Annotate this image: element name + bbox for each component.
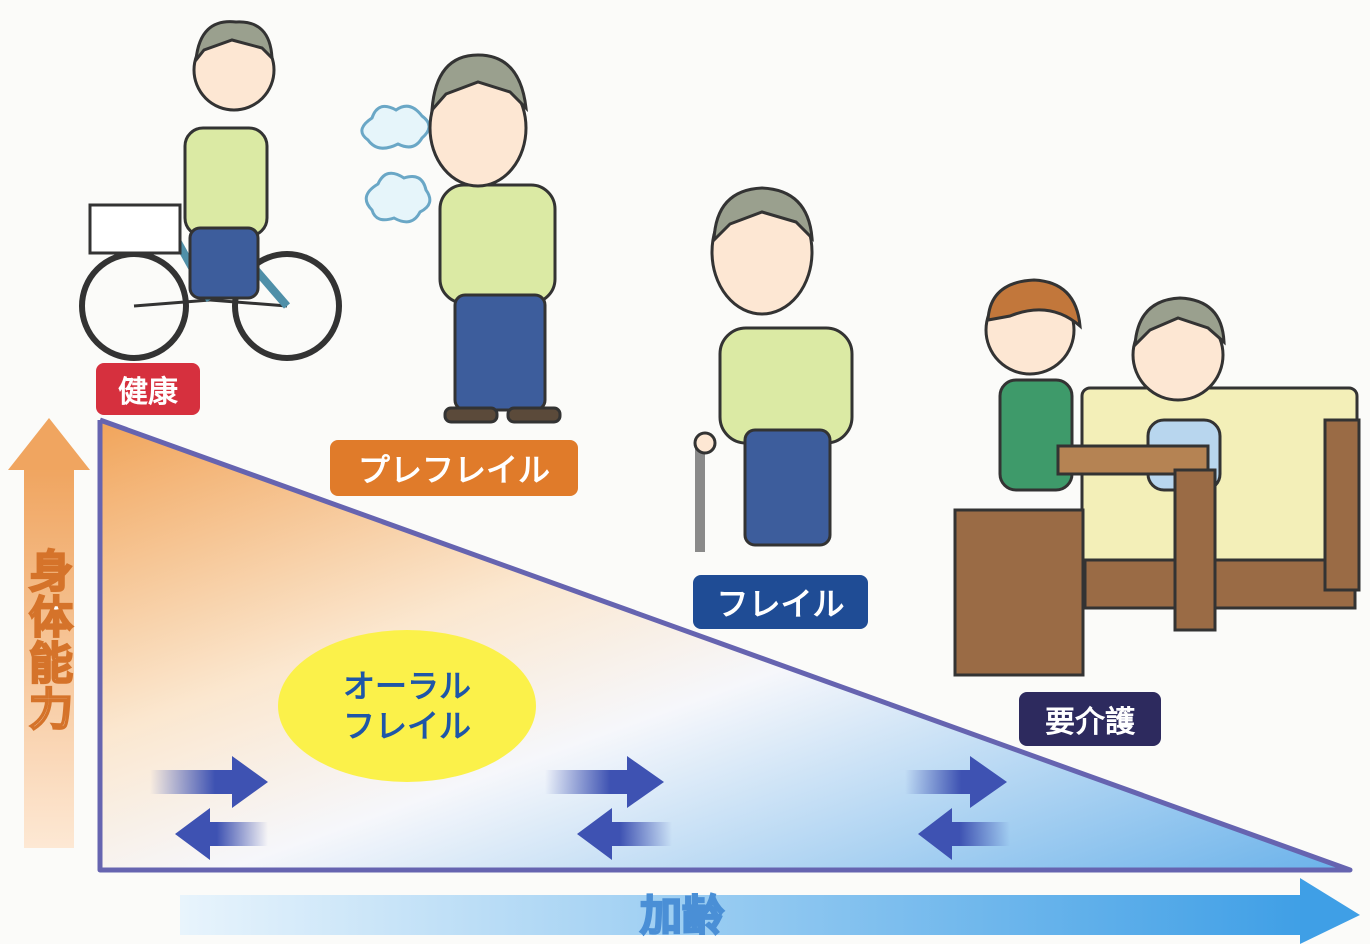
reversible-arrows-1 [150,756,268,860]
oral-frailty-bubble: オーラル フレイル [278,630,536,782]
reversible-arrows-2 [545,756,672,860]
pre-frailty-label: プレフレイル [330,440,578,496]
x-axis-arrow [180,878,1360,944]
man-out-of-breath-illustration [360,53,562,424]
reversible-arrows-3 [905,756,1010,860]
man-riding-bicycle-illustration [79,20,342,361]
oral-frailty-line2: フレイル [342,707,471,745]
y-axis-arrow [8,418,90,848]
y-axis-label: 身体能力 [20,547,73,733]
triangle-edge [97,417,1353,873]
frailty-label: フレイル [693,575,868,629]
x-axis-label: 加齢 [639,890,725,941]
healthy-label: 健康 [96,363,200,415]
oral-frailty-line1: オーラル [342,667,471,705]
man-with-cane-illustration [693,186,854,552]
caregiver-feeding-man-in-bed-illustration [953,278,1361,677]
care-required-label: 要介護 [1019,692,1161,746]
